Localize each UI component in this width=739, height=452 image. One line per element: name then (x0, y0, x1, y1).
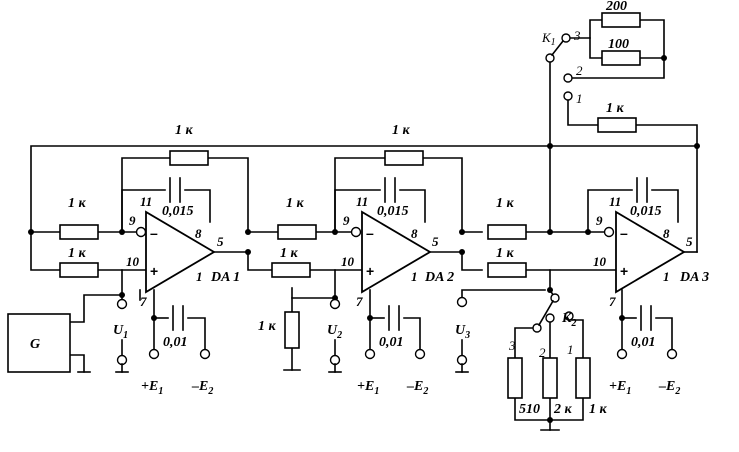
k2b-label: 2 к (553, 402, 573, 417)
k1-label: К1 (541, 30, 556, 48)
k1-pos-1: 1 (576, 91, 583, 106)
pin-8: 8 (411, 226, 418, 241)
fb1-label: 1 к (175, 123, 194, 138)
pin-1: 1 (196, 269, 203, 284)
u1-label: U1 (113, 323, 128, 341)
svg-text:–E2: –E2 (191, 379, 213, 397)
pin-11: 11 (356, 194, 368, 209)
svg-text:+E1: +E1 (141, 379, 163, 397)
supply-labels: +E1 –E2 +E1 –E2 +E1 –E2 (141, 379, 680, 397)
k2c-label: 1 к (589, 402, 608, 417)
plus-sign: + (366, 263, 374, 279)
resistors (59, 12, 641, 399)
k2-pos-2: 2 (539, 345, 546, 360)
pin-5: 5 (217, 234, 224, 249)
u3-label: U3 (455, 323, 470, 341)
fb3-label: 1 к (606, 101, 625, 116)
plus-sign: + (620, 263, 628, 279)
grounds (115, 363, 469, 373)
plus-sign: + (150, 263, 158, 279)
pin-5: 5 (432, 234, 439, 249)
pin-10: 10 (341, 254, 355, 269)
fb2-label: 1 к (392, 123, 411, 138)
pin-7: 7 (140, 294, 147, 309)
k2-pos-1: 1 (567, 342, 574, 357)
junctions (28, 55, 700, 423)
pin-5: 5 (686, 234, 693, 249)
in1b-label: 1 к (68, 246, 87, 261)
pin-8: 8 (663, 226, 670, 241)
cap-corr-3: 0,01 (631, 335, 656, 350)
pin-7: 7 (609, 294, 616, 309)
da3-label: DA 3 (679, 270, 709, 285)
pin-7: 7 (356, 294, 363, 309)
pin-9: 9 (596, 213, 603, 228)
pin-10: 10 (126, 254, 140, 269)
r200-label: 200 (605, 0, 627, 14)
capacitors (169, 177, 652, 331)
pin-1: 1 (663, 269, 670, 284)
svg-text:+E1: +E1 (609, 379, 631, 397)
pin-10: 10 (593, 254, 607, 269)
k2-lever (537, 299, 555, 327)
u2-label: U2 (327, 323, 342, 341)
svg-text:–E2: –E2 (658, 379, 680, 397)
k1-pos-3: 3 (573, 28, 581, 43)
k1-pos-2: 2 (576, 63, 583, 78)
minus-sign: – (620, 225, 628, 241)
in3b-label: 1 к (496, 246, 515, 261)
opamps (135, 210, 686, 294)
in2b-label: 1 к (280, 246, 299, 261)
generator-box (7, 313, 71, 373)
terminals (116, 33, 678, 366)
cap-comp-2: 0,015 (377, 204, 409, 219)
cap-comp-1: 0,015 (162, 204, 194, 219)
k2-pos-3: 3 (508, 338, 516, 353)
svg-text:–E2: –E2 (406, 379, 428, 397)
svg-text:+E1: +E1 (357, 379, 379, 397)
in2a-label: 1 к (286, 196, 305, 211)
da1-label: DA 1 (210, 270, 240, 285)
minus-sign: – (366, 225, 374, 241)
cap-comp-3: 0,015 (630, 204, 662, 219)
k1-lever (550, 39, 565, 57)
cap-corr-2: 0,01 (379, 335, 404, 350)
shunt2-label: 1 к (258, 319, 277, 334)
r100-label: 100 (608, 37, 629, 52)
minus-sign: – (150, 225, 158, 241)
pin-11: 11 (609, 194, 621, 209)
cap-corr-1: 0,01 (163, 335, 188, 350)
k2-label: К2 (561, 311, 577, 329)
pin-11: 11 (140, 194, 152, 209)
in3a-label: 1 к (496, 196, 515, 211)
pin-9: 9 (129, 213, 136, 228)
k2a-label: 510 (519, 402, 540, 417)
pin-8: 8 (195, 226, 202, 241)
da2-label: DA 2 (424, 270, 454, 285)
in1a-label: 1 к (68, 196, 87, 211)
generator-label: G (30, 337, 40, 352)
pin-1: 1 (411, 269, 418, 284)
pin-9: 9 (343, 213, 350, 228)
